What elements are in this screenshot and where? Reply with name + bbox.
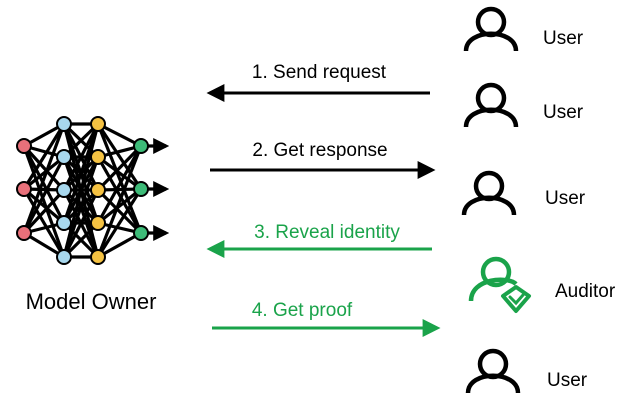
network-edge (23, 155, 65, 191)
network-edge (22, 123, 66, 234)
user-icon (463, 6, 519, 52)
network-node (56, 149, 72, 165)
network-edge (22, 156, 66, 234)
network-edge (22, 144, 66, 192)
network-edge (22, 187, 66, 225)
neural-network-icon (16, 116, 170, 265)
model-owner-label: Model Owner (26, 289, 157, 314)
network-node (16, 138, 32, 154)
participant-auditor: Auditor (468, 256, 616, 313)
network-edge (96, 188, 143, 235)
user-icon (465, 348, 521, 394)
network-edge (22, 188, 66, 258)
participant-label: User (545, 188, 586, 209)
network-node (90, 249, 106, 265)
network-edge (97, 122, 142, 148)
network-node (90, 149, 106, 165)
user-icon (463, 82, 519, 128)
network-node (133, 138, 149, 154)
step-1-label: 1. Send request (252, 62, 387, 83)
network-edge (62, 221, 100, 259)
network-edge (62, 189, 100, 258)
network-edge (97, 187, 142, 225)
network-node (133, 225, 149, 241)
network-node (133, 181, 149, 197)
network-edge (97, 155, 142, 191)
auditor-shield-icon (468, 256, 531, 313)
network-edge (96, 156, 143, 234)
network-edge (96, 123, 143, 190)
network-node (56, 249, 72, 265)
participant-user-3: User (461, 170, 586, 216)
network-node (16, 181, 32, 197)
step-2-get-response: 2. Get response (210, 140, 436, 179)
network-edge (96, 145, 143, 258)
step-1-send-request: 1. Send request (206, 62, 430, 102)
network-edge (22, 145, 66, 224)
network-edge (96, 144, 143, 192)
participant-user-1: User (463, 6, 584, 52)
network-edge (96, 188, 143, 258)
step-3-label: 3. Reveal identity (254, 222, 400, 243)
step-3-reveal-identity: 3. Reveal identity (206, 222, 432, 258)
network-node (90, 182, 106, 198)
network-edge (22, 123, 66, 190)
network-edge (22, 145, 66, 258)
participant-label: User (547, 370, 588, 391)
participant-label: Auditor (555, 281, 616, 302)
network-edge (62, 123, 100, 191)
network-node (56, 116, 72, 132)
network-edge (62, 123, 100, 258)
participant-user-2: User (463, 82, 584, 128)
participant-label: User (543, 28, 584, 49)
network-edge (96, 145, 143, 224)
network-node (90, 215, 106, 231)
network-edge (96, 123, 143, 234)
step-4-label: 4. Get proof (252, 300, 353, 321)
network-edge (62, 156, 100, 258)
step-2-label: 2. Get response (252, 140, 387, 161)
participant-label: User (543, 102, 584, 123)
network-node (56, 182, 72, 198)
participant-user-4: User (465, 348, 588, 394)
step-4-get-proof: 4. Get proof (212, 300, 441, 337)
user-icon (461, 170, 517, 216)
network-edge (97, 231, 142, 259)
network-edge (22, 188, 66, 235)
network-node (16, 225, 32, 241)
network-node (90, 116, 106, 132)
network-node (56, 215, 72, 231)
